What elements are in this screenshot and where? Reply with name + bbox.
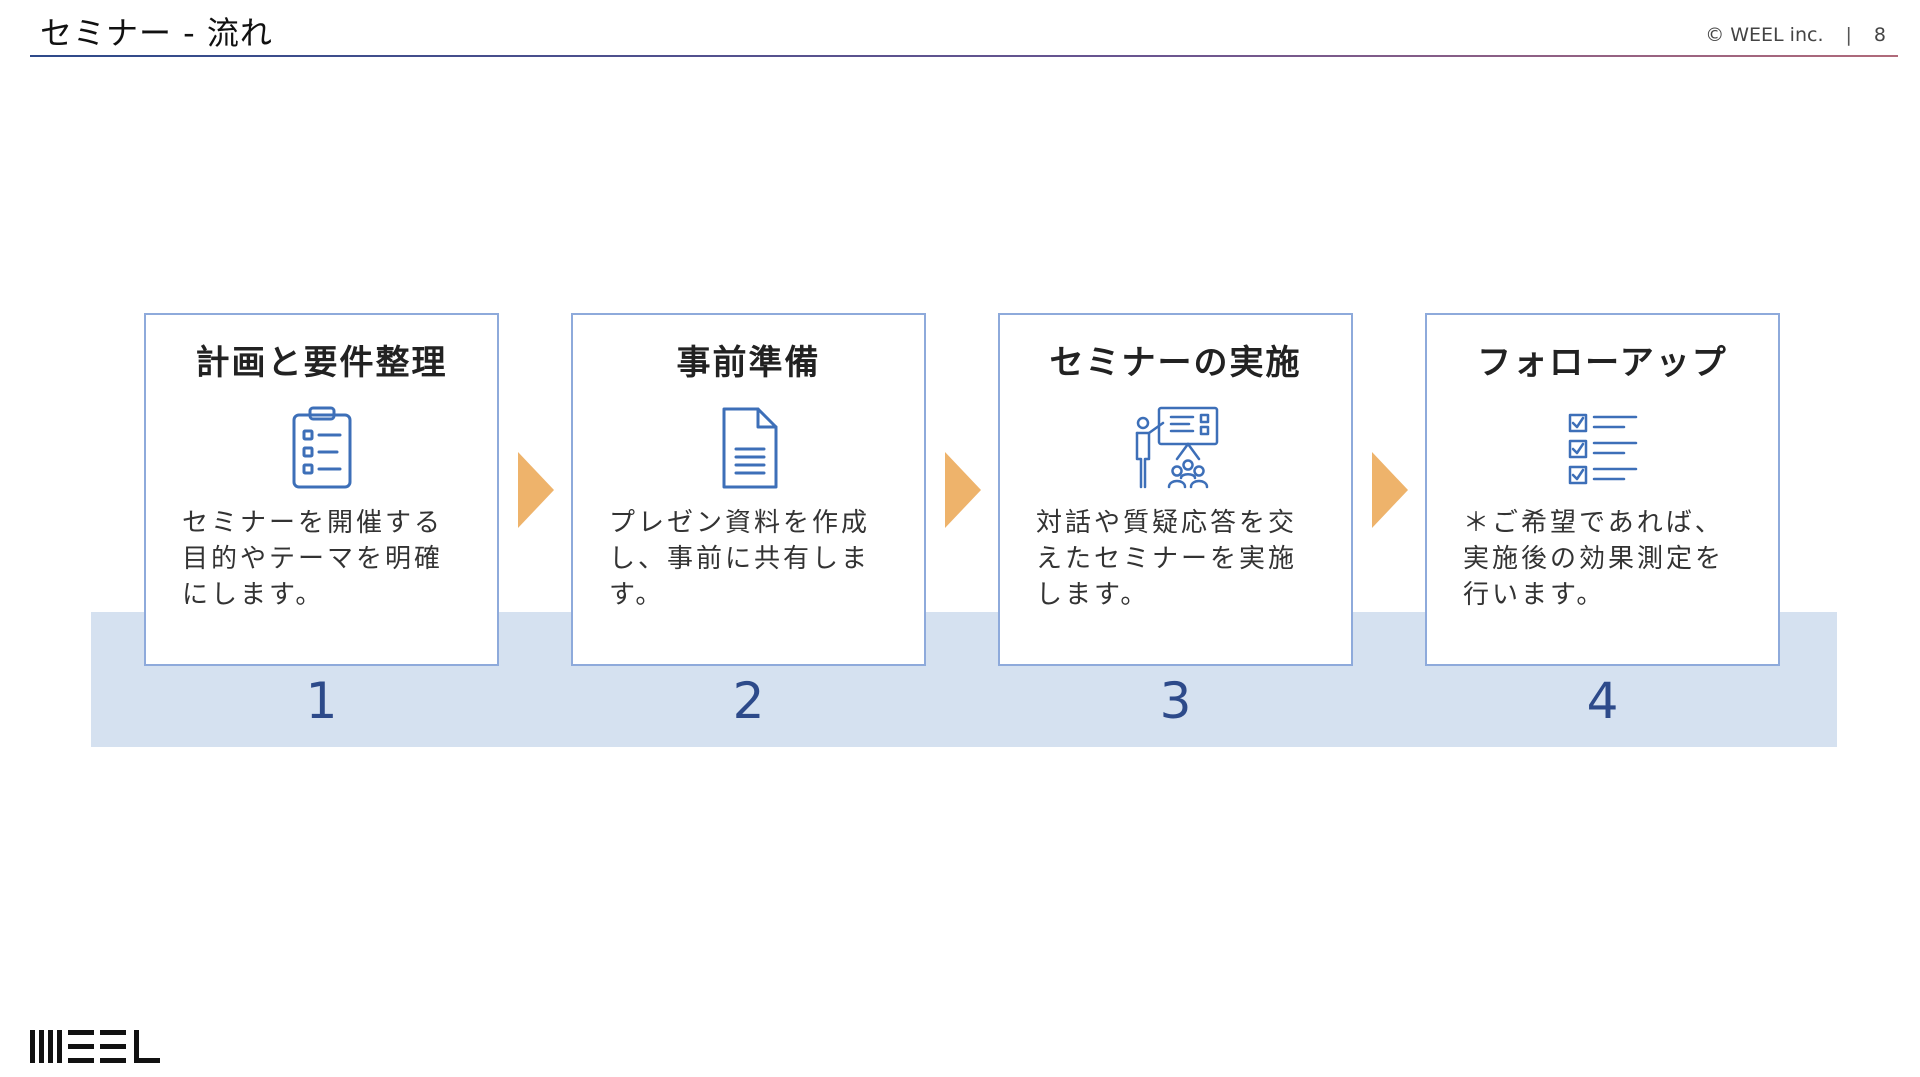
chevron-right-icon <box>518 452 554 528</box>
header-divider <box>30 55 1898 57</box>
step-number: 4 <box>1586 672 1619 730</box>
step-title: 計画と要件整理 <box>195 343 448 383</box>
step-title: フォローアップ <box>1477 343 1728 383</box>
presenter-audience-icon <box>1135 406 1218 489</box>
step-title: 事前準備 <box>676 343 821 383</box>
step-description: セミナーを開催する目的やテーマを明確にします。 <box>182 508 444 610</box>
slide-title: セミナー - 流れ <box>40 14 273 52</box>
slide-meta: © WEEL inc. | 8 <box>1705 24 1886 46</box>
step-description: 対話や質疑応答を交えたセミナーを実施します。 <box>1036 508 1298 610</box>
page-number: 8 <box>1873 24 1886 46</box>
weel-logo <box>30 1030 160 1063</box>
step-description: ＊ご希望であれば、実施後の効果測定を行います。 <box>1463 508 1725 610</box>
step-number: 3 <box>1159 672 1192 730</box>
copyright-text: © WEEL inc. <box>1705 24 1824 46</box>
chevron-right-icon <box>1372 452 1408 528</box>
step-card-2: 事前準備 プレゼン資料を作成し、事前に共有します。 <box>571 313 926 666</box>
step-card-1: 計画と要件整理 セミナーを開催する目的やテーマを明確にします。 <box>144 313 499 666</box>
step-card-4: フォローアップ ＊ご希望であれば、実施後の効果測定を行います。 <box>1425 313 1780 666</box>
step-description: プレゼン資料を作成し、事前に共有します。 <box>609 508 871 610</box>
meta-separator: | <box>1845 24 1852 46</box>
document-icon <box>722 407 777 489</box>
clipboard-checklist-icon <box>292 406 351 489</box>
chevron-right-icon <box>945 452 981 528</box>
checklist-icon <box>1568 413 1637 485</box>
step-number: 1 <box>305 672 338 730</box>
step-card-3: セミナーの実施 対話や質疑応答を交えたセミナーを実施します。 <box>998 313 1353 666</box>
step-number: 2 <box>732 672 765 730</box>
step-title: セミナーの実施 <box>1049 343 1302 383</box>
